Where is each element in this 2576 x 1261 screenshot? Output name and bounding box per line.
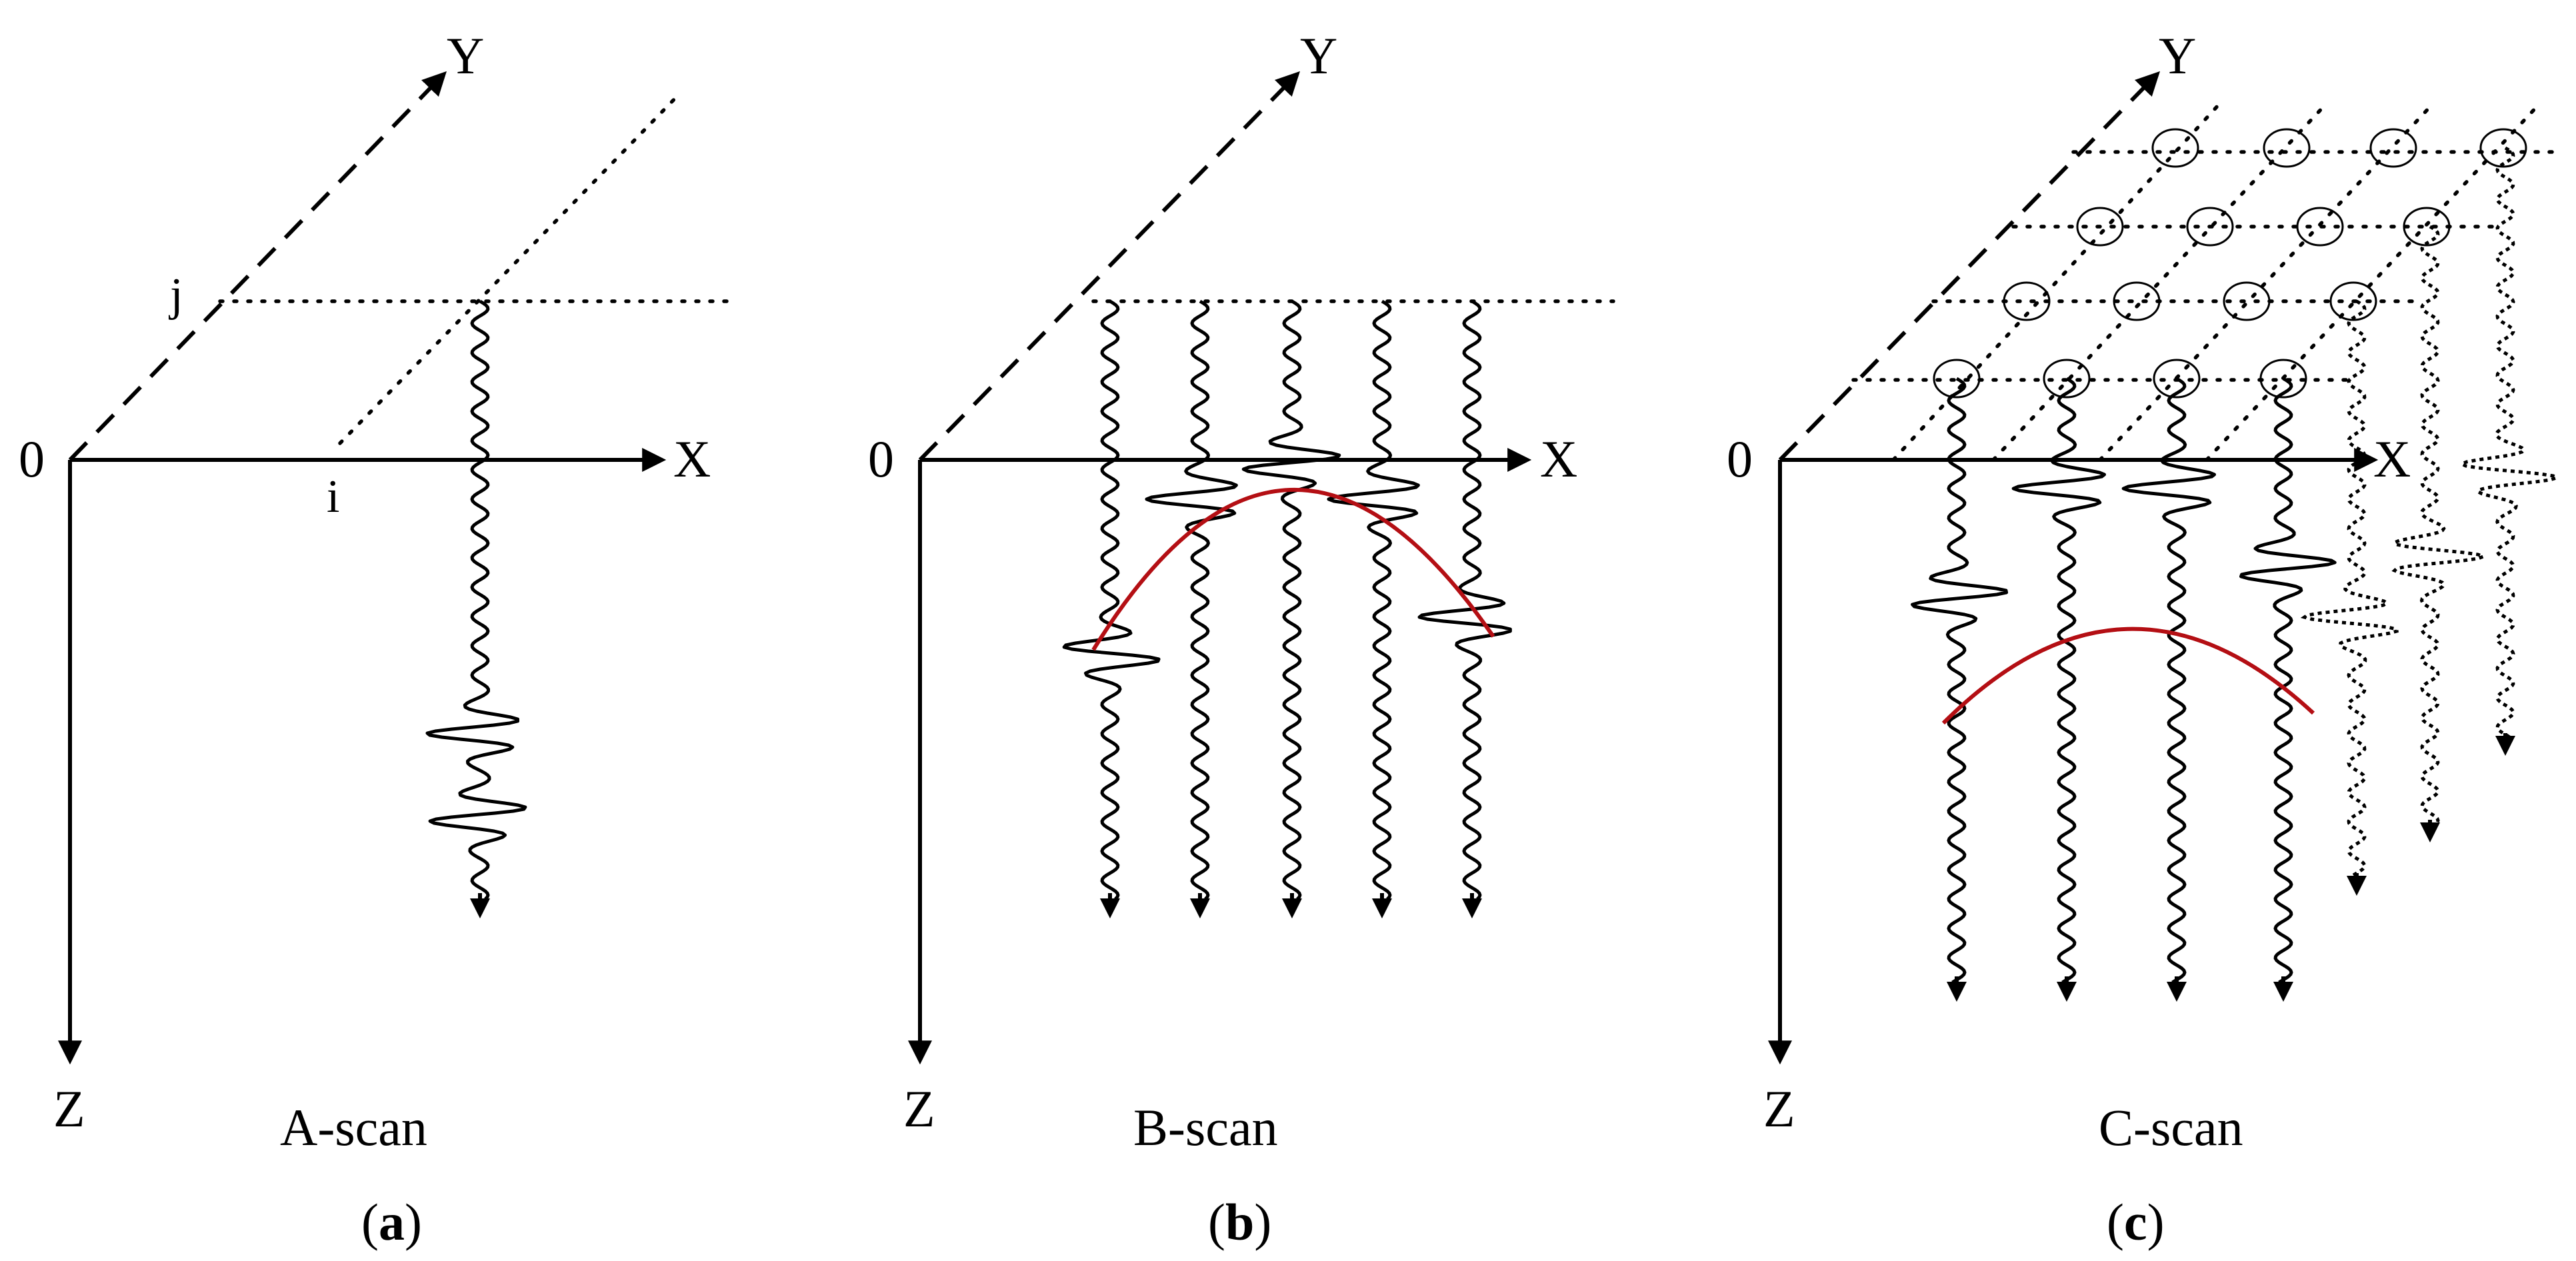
panel-a-a-scan-trace — [425, 299, 527, 900]
panel-c-grid-col-4 — [2205, 101, 2542, 462]
panel-b-x-label: X — [1540, 430, 1577, 488]
panel-a-z-label: Z — [53, 1080, 85, 1138]
panel-b-origin-label: 0 — [868, 430, 894, 488]
panel-c-grid-col-1 — [1891, 101, 2222, 462]
ring-r2-c1 — [2003, 281, 2051, 321]
panel-a: 0 X Y Z j i A-scan (a) — [19, 27, 729, 1251]
panel-b-caption: (b) — [1208, 1193, 1271, 1251]
ring-r1-c1 — [1933, 359, 1981, 399]
panel-c: 0 X Y Z C-scan (c) — [1727, 27, 2565, 1251]
panel-a-y-axis — [68, 71, 447, 462]
panel-b-trace-4 — [1327, 299, 1420, 900]
panel-b: 0 X Y Z B-scan (b) — [868, 27, 1615, 1251]
panel-c-z-label: Z — [1763, 1080, 1795, 1138]
panel-c-hyperbola — [1941, 627, 2315, 725]
panel-c-trace-1 — [1911, 377, 2009, 984]
ring-r3-c3 — [2296, 207, 2344, 247]
panel-b-trace-1 — [1062, 299, 1161, 900]
ring-r4-c1 — [2151, 128, 2199, 168]
panel-b-trace-3 — [1241, 299, 1341, 900]
panel-b-trace-2 — [1145, 299, 1238, 900]
panel-c-grid — [1851, 101, 2565, 462]
panel-c-far-trace-3 — [2457, 146, 2561, 741]
panel-c-trace-3 — [2121, 377, 2216, 984]
panel-c-y-label: Y — [2159, 27, 2196, 85]
panel-a-origin-label: 0 — [19, 430, 45, 488]
panel-a-scan-label: A-scan — [280, 1098, 427, 1156]
ring-r4-c4 — [2479, 128, 2527, 168]
panel-b-hyperbola — [1091, 487, 1495, 651]
panel-c-origin-label: 0 — [1727, 430, 1753, 488]
panel-b-y-label: Y — [1300, 27, 1337, 85]
ring-r4-c3 — [2369, 128, 2417, 168]
panel-a-x-label: X — [673, 430, 711, 488]
panel-c-y-axis — [1778, 71, 2161, 462]
panel-a-i-label: i — [327, 471, 339, 523]
panel-b-scan-label: B-scan — [1133, 1098, 1278, 1156]
ring-r2-c3 — [2223, 281, 2271, 321]
panel-a-grid-line-i — [338, 91, 682, 445]
ring-r4-c2 — [2263, 128, 2311, 168]
panel-b-z-label: Z — [903, 1080, 935, 1138]
panel-c-measurement-rings — [1933, 128, 2527, 399]
panel-b-y-axis — [918, 71, 1301, 462]
panel-c-trace-4 — [2239, 377, 2337, 984]
panel-c-far-trace-2 — [2391, 225, 2488, 828]
ring-r1-c4 — [2259, 359, 2307, 399]
panel-c-scan-label: C-scan — [2099, 1098, 2243, 1156]
panel-a-j-label: j — [168, 269, 183, 321]
ring-r3-c1 — [2076, 207, 2124, 247]
panel-b-trace-5 — [1417, 299, 1512, 900]
ring-r1-c2 — [2043, 359, 2091, 399]
panel-c-grid-col-2 — [1991, 101, 2329, 462]
panel-c-trace-2 — [2011, 377, 2106, 984]
ring-r1-c3 — [2153, 359, 2201, 399]
panel-a-y-label: Y — [447, 27, 484, 85]
ring-r3-c4 — [2403, 207, 2451, 247]
panel-a-caption: (a) — [361, 1193, 422, 1251]
panel-c-caption: (c) — [2107, 1193, 2165, 1251]
ring-r2-c2 — [2113, 281, 2161, 321]
ring-r3-c2 — [2186, 207, 2234, 247]
panel-c-x-label: X — [2373, 430, 2411, 488]
panel-c-far-trace-1 — [2300, 299, 2399, 880]
